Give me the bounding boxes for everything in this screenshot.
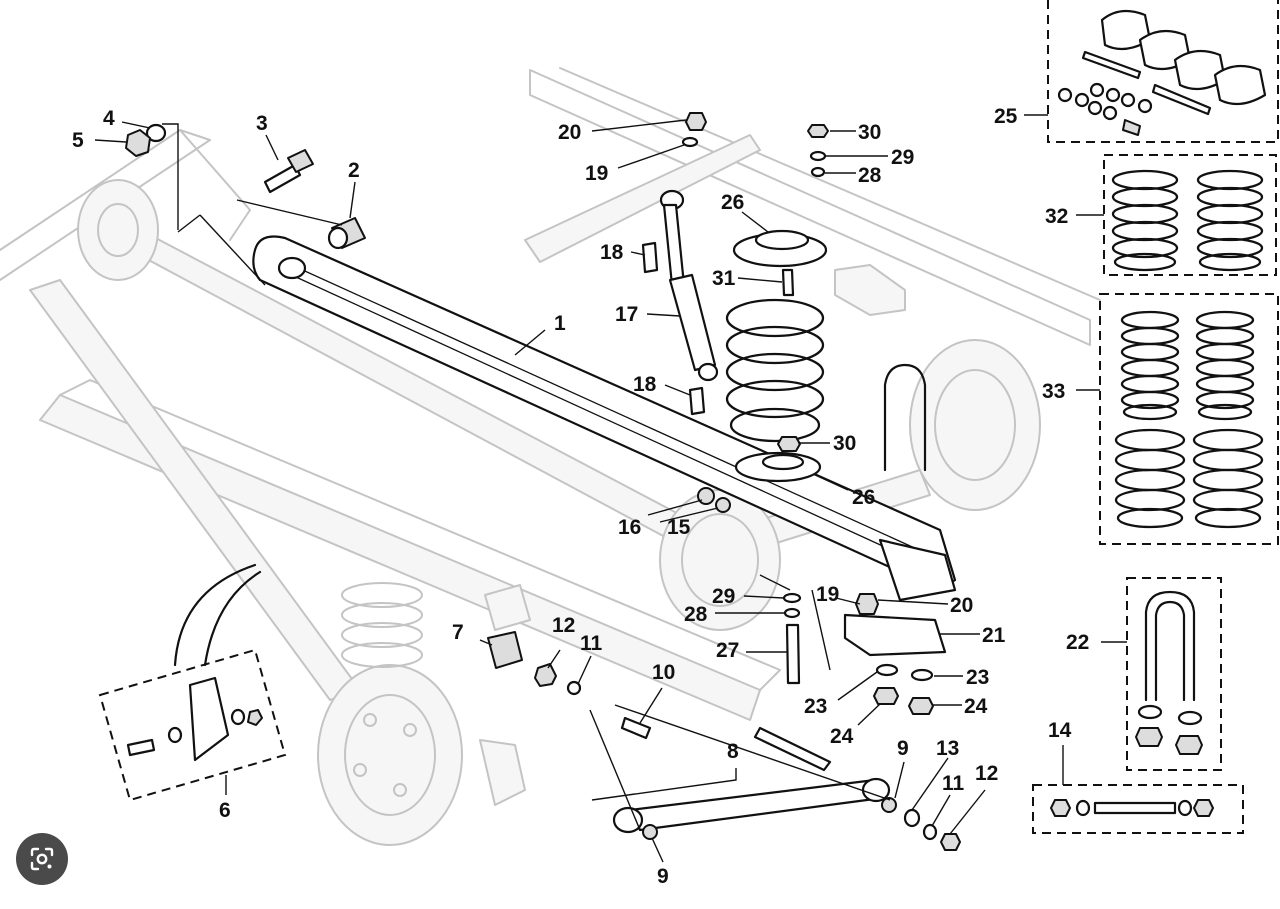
label-15: 15: [667, 516, 691, 539]
washer-11-lower: [922, 823, 938, 841]
label-14: 14: [1048, 719, 1072, 742]
chassis-ghost: [0, 67, 1101, 846]
label-26-upper: 26: [721, 191, 744, 214]
label-30-upper: 30: [858, 121, 881, 144]
kit-14-stud: [1032, 784, 1244, 834]
label-24-right: 24: [964, 695, 988, 718]
label-6: 6: [219, 799, 231, 822]
label-29-upper: 29: [891, 146, 914, 169]
bushing-16: [697, 487, 715, 505]
kit-22-u-bolt: [1126, 577, 1222, 771]
label-5: 5: [72, 129, 84, 152]
axle-u-bolt: [883, 363, 927, 472]
label-27: 27: [716, 639, 739, 662]
washer-11: [566, 680, 582, 696]
kit-25-bump-pads: [1047, 0, 1279, 143]
label-24-left: 24: [830, 725, 854, 748]
kit-6-bracket: [98, 648, 287, 802]
label-13: 13: [936, 737, 959, 760]
label-12-upper: 12: [552, 614, 575, 637]
label-18-lower: 18: [633, 373, 657, 396]
leader-lines: [94, 114, 1127, 863]
label-9-right: 9: [897, 737, 909, 760]
shock-bolt-lower: [688, 386, 706, 416]
bushing: [327, 217, 366, 250]
label-29-lower: 29: [712, 585, 735, 608]
washer: [145, 123, 167, 143]
label-23-left: 23: [804, 695, 827, 718]
label-22: 22: [1066, 631, 1089, 654]
kit-32-springs: [1103, 154, 1277, 276]
label-23-right: 23: [966, 666, 989, 689]
bolt-10: [620, 716, 652, 740]
label-21: 21: [982, 624, 1006, 647]
washer-23-right: [910, 668, 934, 682]
label-19-lower: 19: [816, 583, 839, 606]
label-18-upper: 18: [600, 241, 624, 264]
nut-24-right: [908, 697, 934, 715]
label-32: 32: [1045, 205, 1068, 228]
spring-seat-lower: [734, 451, 822, 483]
washer-29-top: [809, 150, 827, 162]
pivot-bolt: [263, 149, 314, 194]
label-28-lower: 28: [684, 603, 708, 626]
washer-29-lower: [782, 592, 802, 604]
label-3: 3: [256, 112, 268, 135]
hex-nut: [125, 129, 151, 157]
image-search-icon: [30, 847, 54, 871]
label-9-bottom: 9: [657, 865, 669, 888]
label-17: 17: [615, 303, 638, 326]
track-bar: [612, 726, 891, 834]
washer-19-top: [681, 136, 699, 148]
nut-20-top: [685, 112, 707, 131]
label-10: 10: [652, 661, 675, 684]
shock-bolt-upper: [641, 241, 659, 274]
callout-arrow: [173, 563, 257, 667]
long-bolt-27: [785, 623, 801, 685]
label-8: 8: [727, 740, 739, 763]
kit-33-springs: [1099, 293, 1279, 545]
nut-30-top: [807, 124, 829, 138]
spring-seat-upper: [732, 229, 828, 268]
mounting-plate: [843, 613, 947, 657]
label-30-lower: 30: [833, 432, 856, 455]
label-19-upper: 19: [585, 162, 608, 185]
label-4: 4: [103, 107, 115, 130]
washer-13: [903, 808, 921, 828]
label-2: 2: [348, 159, 360, 182]
label-11-lower: 11: [942, 772, 965, 795]
bump-stop: [487, 631, 523, 669]
washer-28-top: [810, 166, 826, 178]
label-31: 31: [712, 267, 736, 290]
part-number-labels: 1 2 3 4 5 6 7 8 9 9 10 11 11 12 12 13 14…: [72, 105, 1089, 888]
label-1: 1: [554, 312, 566, 335]
bushing-9-right: [881, 797, 897, 813]
label-11-upper: 11: [580, 632, 603, 655]
trailing-arm: [252, 235, 957, 602]
label-33: 33: [1042, 380, 1065, 403]
nut-24-left: [873, 687, 899, 705]
image-search-button[interactable]: [16, 833, 68, 885]
nut-12-lower: [940, 833, 961, 851]
label-16: 16: [618, 516, 641, 539]
bushing-9-left: [642, 824, 658, 840]
label-26-lower: 26: [852, 486, 875, 509]
label-7: 7: [452, 621, 464, 644]
label-28-upper: 28: [858, 164, 882, 187]
washer-28-lower: [783, 607, 801, 619]
main-coil-spring: [725, 298, 825, 443]
nut-30-lower: [777, 436, 801, 452]
nut-12: [534, 663, 557, 687]
nut-20-lower: [855, 593, 879, 615]
bushing-15: [715, 497, 731, 513]
label-20-lower: 20: [950, 594, 973, 617]
spring-stud: [781, 268, 795, 297]
shock-absorber: [659, 189, 719, 382]
label-12-lower: 12: [975, 762, 998, 785]
washer-23-left: [875, 663, 899, 677]
label-20-upper: 20: [558, 121, 581, 144]
label-25: 25: [994, 105, 1018, 128]
